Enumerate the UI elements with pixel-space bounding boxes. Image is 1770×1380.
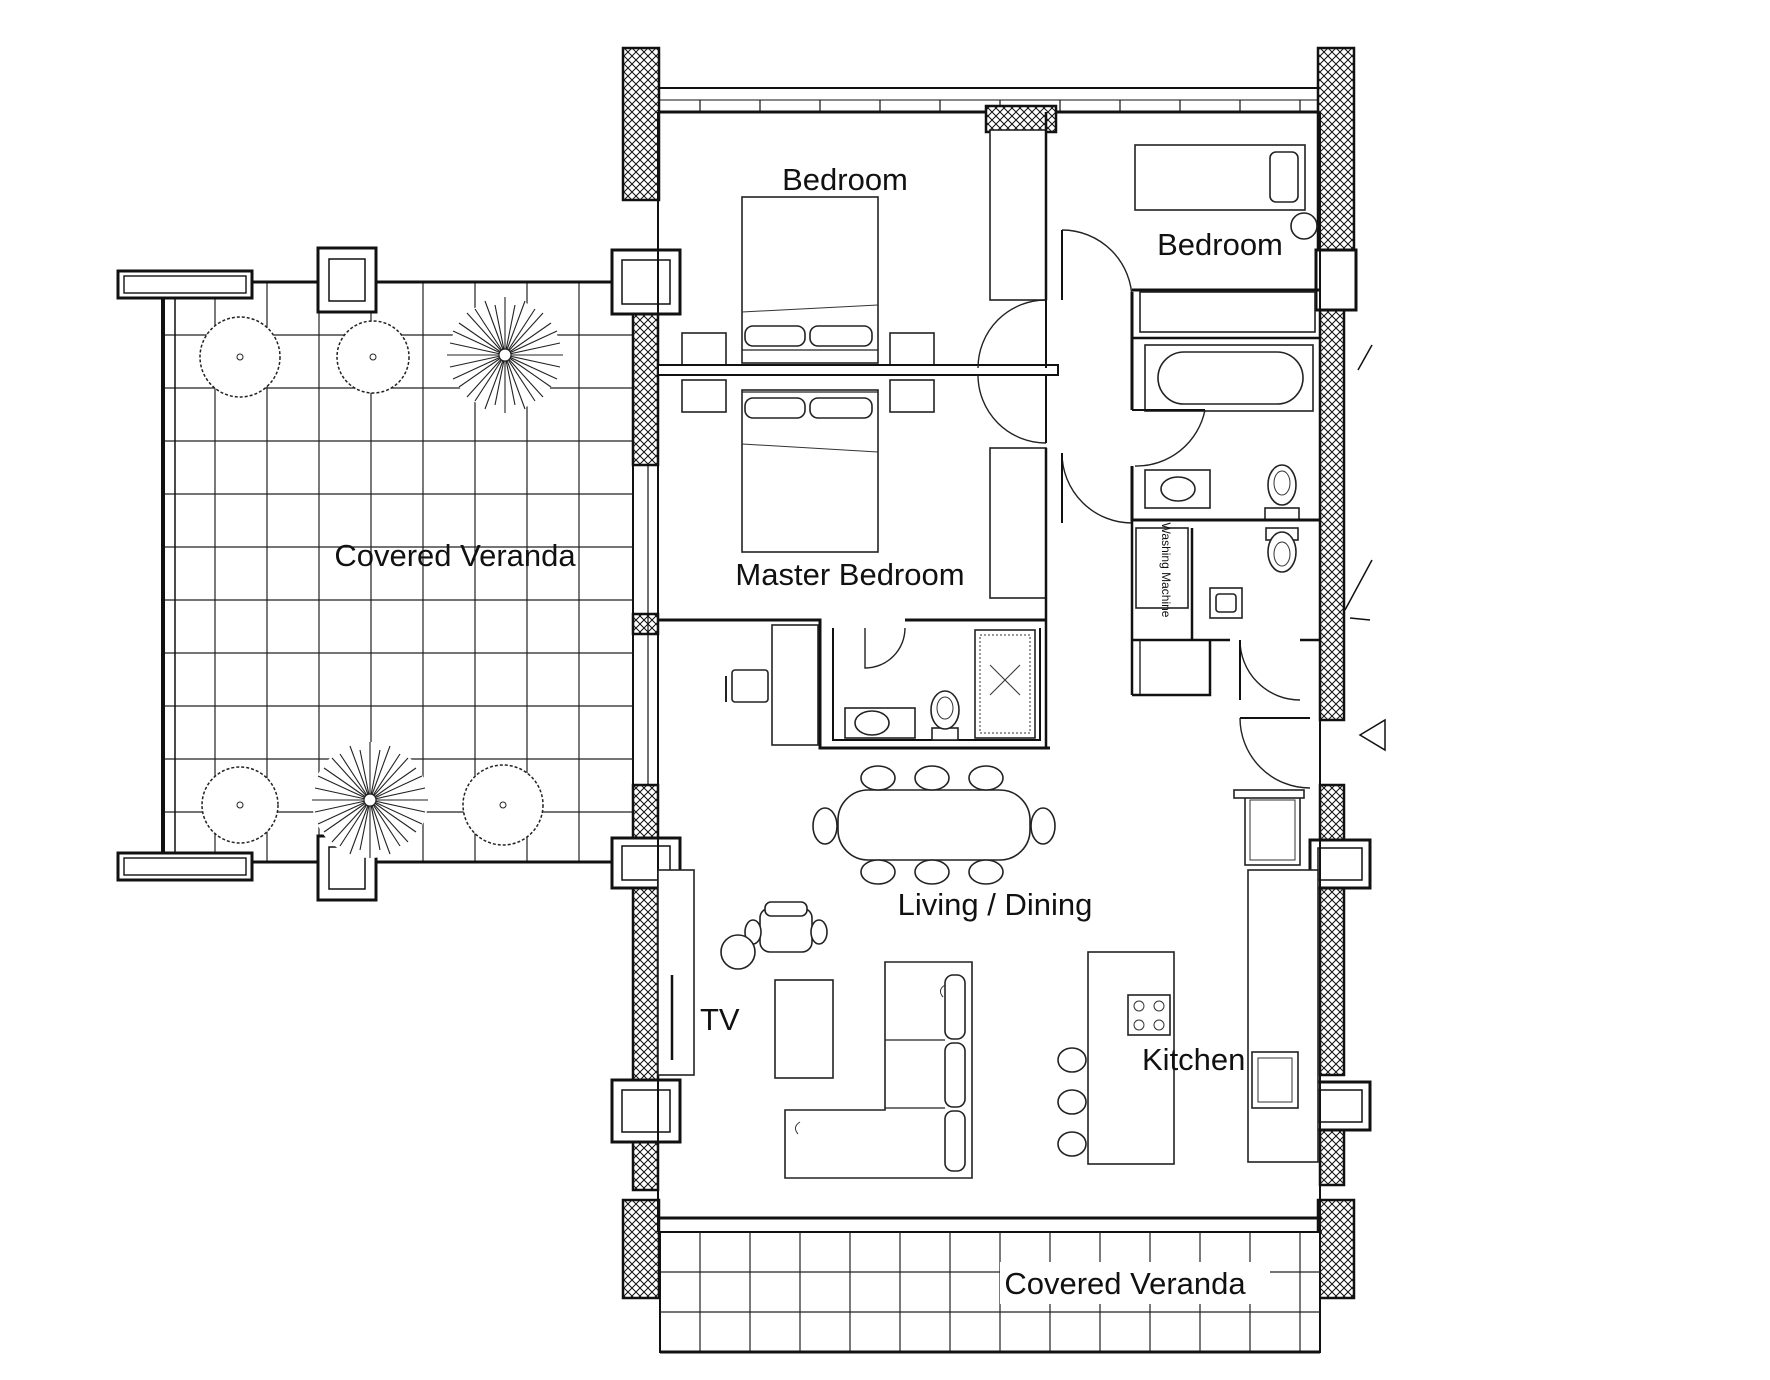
room-label-covered-veranda-left: Covered Veranda <box>334 538 576 573</box>
veranda-left-railing-cap-bottom <box>116 851 254 882</box>
room-label-bedroom-top-left: Bedroom <box>782 162 908 197</box>
room-label-master-bedroom: Master Bedroom <box>735 557 964 592</box>
wardrobe <box>1139 291 1316 333</box>
room-label-kitchen: Kitchen <box>1142 1042 1245 1077</box>
wall-segment <box>631 868 660 1082</box>
double-bed-icon <box>741 196 879 364</box>
covered-veranda-left: Covered Veranda <box>116 246 634 902</box>
wall-segment <box>631 783 660 847</box>
dining-table-icon <box>812 765 1056 885</box>
veranda-column-top <box>316 246 378 314</box>
wall-segment <box>621 1198 661 1300</box>
wall-segment <box>1318 873 1346 1077</box>
toilet-icon <box>1265 527 1299 573</box>
side-table <box>720 934 756 970</box>
living-dining: Living / Dining TV <box>657 765 1093 1179</box>
wall-segment <box>1318 308 1346 722</box>
nightstand <box>889 379 935 413</box>
main-bathroom <box>1130 336 1320 522</box>
door-swing <box>1239 639 1301 701</box>
kitchen-counter <box>1247 869 1319 1163</box>
coffee-table <box>774 979 834 1079</box>
wall-segment <box>621 46 661 202</box>
shower-icon <box>974 629 1036 739</box>
partition-wall <box>657 364 1059 376</box>
kitchen-island <box>1087 951 1175 1165</box>
wall-segment <box>1318 783 1346 847</box>
planter-icon <box>201 766 279 844</box>
planter-icon <box>336 320 410 394</box>
kitchen-tall-unit <box>1233 789 1305 799</box>
wall-segment <box>1316 46 1356 280</box>
wall-segment <box>631 308 660 467</box>
planter-icon <box>462 764 544 846</box>
washing-machine-label: Washing Machine <box>1159 523 1173 618</box>
bar-stool <box>1057 1089 1087 1115</box>
sink-icon <box>844 707 916 739</box>
wall-segment <box>1318 1123 1346 1187</box>
veranda-left-railing-cap-top <box>116 269 254 300</box>
bathtub-icon <box>1144 344 1314 412</box>
single-bed-icon <box>1134 144 1306 211</box>
washing-machine-icon: Washing Machine <box>1135 523 1189 618</box>
nightstand <box>681 379 727 413</box>
room-label-living-dining: Living / Dining <box>898 887 1093 922</box>
planter-icon <box>199 316 281 398</box>
armchair-icon <box>744 901 828 953</box>
structural-column <box>1314 248 1358 312</box>
desk <box>771 624 819 746</box>
wall-segment <box>631 612 660 636</box>
sink-icon <box>1251 1051 1299 1109</box>
entry-door <box>1239 344 1386 789</box>
ensuite-bathroom <box>832 627 1041 741</box>
sink-icon <box>1144 469 1211 509</box>
room-label-bedroom-top-right: Bedroom <box>1157 227 1283 262</box>
nightstand <box>681 332 727 366</box>
sink-icon <box>1209 587 1243 619</box>
door-swing <box>1134 409 1206 467</box>
room-label-covered-veranda-bottom: Covered Veranda <box>1004 1266 1246 1301</box>
toilet-icon <box>1264 464 1300 521</box>
tv-unit-icon: TV <box>657 869 740 1076</box>
wardrobe <box>989 129 1047 301</box>
desk-chair <box>731 669 769 703</box>
master-bedroom: Master Bedroom <box>658 379 1050 750</box>
covered-veranda-bottom: Covered Veranda <box>658 1216 1322 1354</box>
bar-stool <box>1057 1131 1087 1157</box>
laundry-wc: Washing Machine <box>1130 520 1320 701</box>
bedroom-top-left: Bedroom <box>681 112 1048 366</box>
kitchen: Kitchen <box>1057 789 1319 1165</box>
bedroom-top-right: Bedroom <box>1130 144 1320 410</box>
toilet-icon <box>930 690 960 741</box>
wall-segment <box>631 1138 660 1192</box>
cooktop-icon <box>1127 994 1171 1036</box>
fridge <box>1244 794 1301 866</box>
tv-label: TV <box>700 1002 740 1037</box>
sofa-icon <box>784 961 973 1179</box>
double-bed-icon <box>741 389 879 553</box>
door-swing <box>864 627 906 669</box>
bar-stool <box>1057 1047 1087 1073</box>
hall-doors <box>977 229 1133 524</box>
nightstand-lamp-icon <box>1290 212 1318 240</box>
nightstand <box>889 332 935 366</box>
wall-segment <box>1316 1198 1356 1300</box>
wardrobe <box>989 447 1047 599</box>
